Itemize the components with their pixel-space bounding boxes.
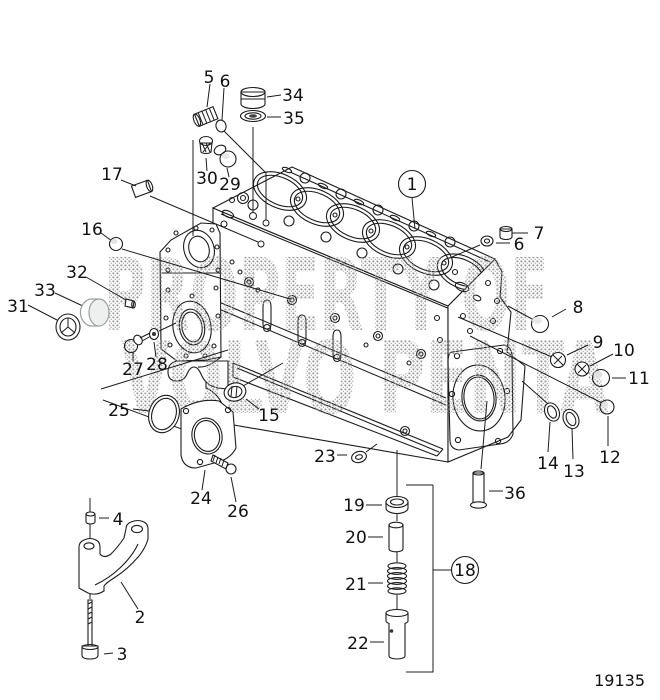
part-26-stud-bolt	[210, 454, 237, 475]
part-22-tappet	[385, 608, 409, 660]
callout-36: 36	[504, 484, 526, 504]
callout-12: 12	[599, 448, 621, 468]
part-9-split-washer	[549, 351, 567, 369]
callout-29: 29	[219, 175, 241, 195]
figure-number: 19135	[594, 671, 645, 690]
callout-18: 18	[454, 561, 476, 581]
callout-14: 14	[537, 454, 559, 474]
part-13-sleeve	[562, 408, 580, 430]
callout-32: 32	[66, 263, 88, 283]
part-6-washer-top	[215, 119, 227, 133]
callout-25: 25	[108, 401, 130, 421]
callout-1-circle	[397, 169, 427, 199]
part-12-ball-plug	[599, 399, 615, 415]
part-23-seal-ring	[351, 450, 367, 464]
callout-16: 16	[81, 220, 103, 240]
part-4-spacer	[85, 511, 96, 525]
end-face-details	[433, 268, 514, 451]
callout-6-right: 6	[514, 235, 525, 255]
front-timing-plate	[159, 222, 229, 390]
part-25-o-ring	[148, 394, 180, 434]
callout-19: 19	[343, 496, 365, 516]
callout-26: 26	[227, 502, 249, 522]
part-6-washer-right	[480, 235, 494, 247]
part-10-split-washer	[574, 361, 590, 377]
callout-22: 22	[347, 634, 369, 654]
callout-21: 21	[345, 575, 367, 595]
callout-10: 10	[613, 341, 635, 361]
callout-labels: 1 2 3 4 5 6 6 7 8 9 10 11 12 13 14 15 16…	[7, 68, 650, 665]
part-33-cup-plug-large	[79, 298, 110, 327]
part-34-cup-plug	[240, 86, 266, 110]
callout-4: 4	[113, 510, 124, 530]
part-27-bolt	[123, 332, 152, 354]
part-30-bushing	[198, 135, 214, 154]
callout-1: 1	[407, 175, 418, 195]
callout-7: 7	[534, 224, 545, 244]
part-20-piston-pin	[388, 521, 404, 553]
part-32-plug-small	[124, 298, 136, 309]
callout-30: 30	[196, 169, 218, 189]
callout-35: 35	[283, 109, 305, 129]
part-8-cup-plug	[530, 314, 550, 334]
callout-34: 34	[282, 86, 304, 106]
part-16-cap	[108, 236, 124, 252]
part-3-long-bolt	[81, 599, 99, 660]
callout-28: 28	[146, 355, 168, 375]
part-15-seal-plug	[223, 382, 247, 402]
part-29-plug-bolt	[213, 144, 237, 168]
watermark: PROPERTY OF VOLVO PENTA	[104, 237, 609, 437]
callout-15: 15	[258, 406, 280, 426]
callout-11: 11	[628, 369, 650, 389]
part-14-sleeve	[543, 402, 561, 422]
part-2-bearing-cap	[78, 519, 149, 595]
callout-13: 13	[563, 462, 585, 482]
part-19-ring	[385, 495, 409, 515]
plate-bolt-holes	[163, 225, 221, 359]
callout-8: 8	[573, 298, 584, 318]
callout-18-circle	[450, 555, 480, 585]
callout-20: 20	[345, 528, 367, 548]
leader-lines	[27, 83, 626, 673]
watermark-line-1: PROPERTY OF	[104, 237, 549, 354]
callout-3: 3	[117, 645, 128, 665]
part-21-spring	[386, 562, 408, 595]
part-11-plug	[591, 368, 611, 388]
callout-27: 27	[122, 360, 144, 380]
callout-23: 23	[314, 447, 336, 467]
parts	[55, 86, 615, 660]
callout-5: 5	[204, 68, 215, 88]
part-35-seal-ring	[239, 109, 267, 123]
engine-mount-foot	[167, 360, 229, 390]
callout-33: 33	[34, 281, 56, 301]
callout-9: 9	[593, 333, 604, 353]
callout-31: 31	[7, 297, 29, 317]
callout-24: 24	[190, 489, 212, 509]
callout-6-top: 6	[220, 72, 231, 92]
callout-17: 17	[101, 165, 123, 185]
deck-holes	[220, 166, 456, 291]
part-28-nut	[148, 327, 160, 341]
part-17-plug	[130, 179, 154, 199]
part-5-threaded-plug	[192, 105, 219, 127]
part-24-gasket	[180, 399, 237, 469]
cylinder-bores	[252, 171, 488, 291]
callout-2: 2	[135, 608, 146, 628]
part-36-dowel-pin	[469, 470, 488, 509]
part-31-core-plug	[55, 313, 81, 341]
engine-block-drawing	[159, 166, 526, 463]
part-7-nut	[499, 225, 513, 241]
